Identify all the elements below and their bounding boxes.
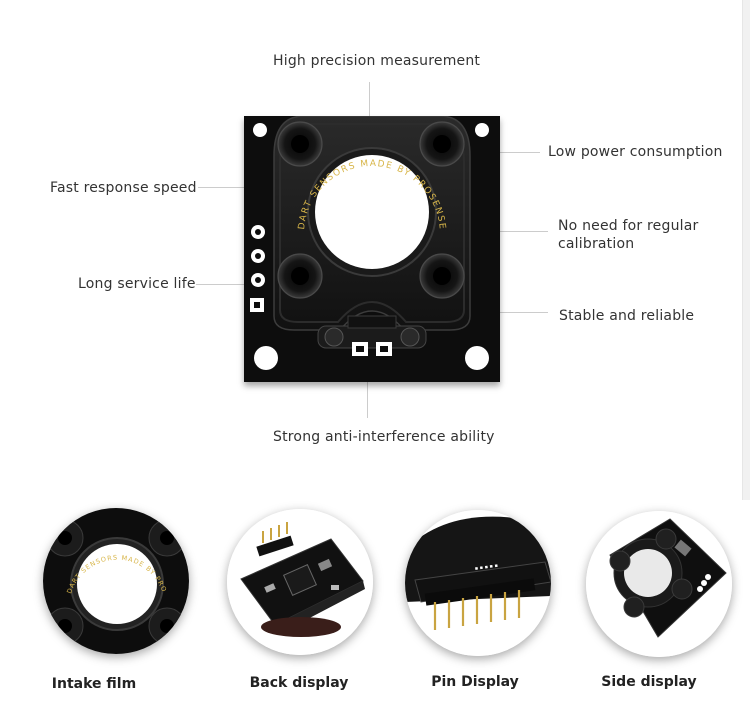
leader-line-left-1	[198, 187, 244, 188]
leader-line-bottom	[367, 382, 368, 418]
caption-side-display: Side display	[601, 674, 697, 690]
feature-stable-reliable: Stable and reliable	[559, 308, 695, 324]
sensor-board-illustration: DART SENSORS MADE BY PROSENSE	[250, 116, 489, 370]
mount-hole-icon	[465, 346, 489, 370]
intake-opening	[315, 155, 429, 269]
leader-line-left-2	[196, 284, 244, 285]
side-display-photo	[586, 511, 732, 657]
intake-film-photo: DART SENSORS MADE BY PROSENSE	[43, 508, 189, 654]
mount-hole-icon	[253, 123, 267, 137]
leader-line-right-1	[500, 152, 540, 153]
caption-pin-display: Pin Display	[431, 674, 519, 690]
caption-intake-film: Intake film	[51, 676, 137, 692]
sensor-board-photo: DART SENSORS MADE BY PROSENSE	[244, 116, 500, 382]
feature-high-precision: High precision measurement	[273, 53, 481, 69]
feature-low-power: Low power consumption	[548, 144, 723, 160]
leader-line-top	[369, 82, 370, 116]
scrollbar-track[interactable]	[742, 0, 750, 500]
feature-anti-interference: Strong anti-interference ability	[273, 429, 495, 445]
feature-no-calibration-line1: No need for regular	[558, 218, 699, 234]
caption-back-display: Back display	[249, 675, 349, 691]
feature-no-calibration-line2: calibration	[558, 236, 635, 252]
feature-fast-response: Fast response speed	[50, 180, 197, 196]
leader-line-right-2	[500, 231, 548, 232]
mount-hole-icon	[475, 123, 489, 137]
svg-text:▪ ▪ ▪ ▪ ▪: ▪ ▪ ▪ ▪ ▪	[474, 563, 498, 572]
feature-long-service-life: Long service life	[78, 276, 196, 292]
mount-hole-icon	[254, 346, 278, 370]
leader-line-right-3	[500, 312, 548, 313]
back-display-photo	[227, 509, 373, 655]
pin-display-photo: ▪ ▪ ▪ ▪ ▪	[405, 510, 551, 656]
